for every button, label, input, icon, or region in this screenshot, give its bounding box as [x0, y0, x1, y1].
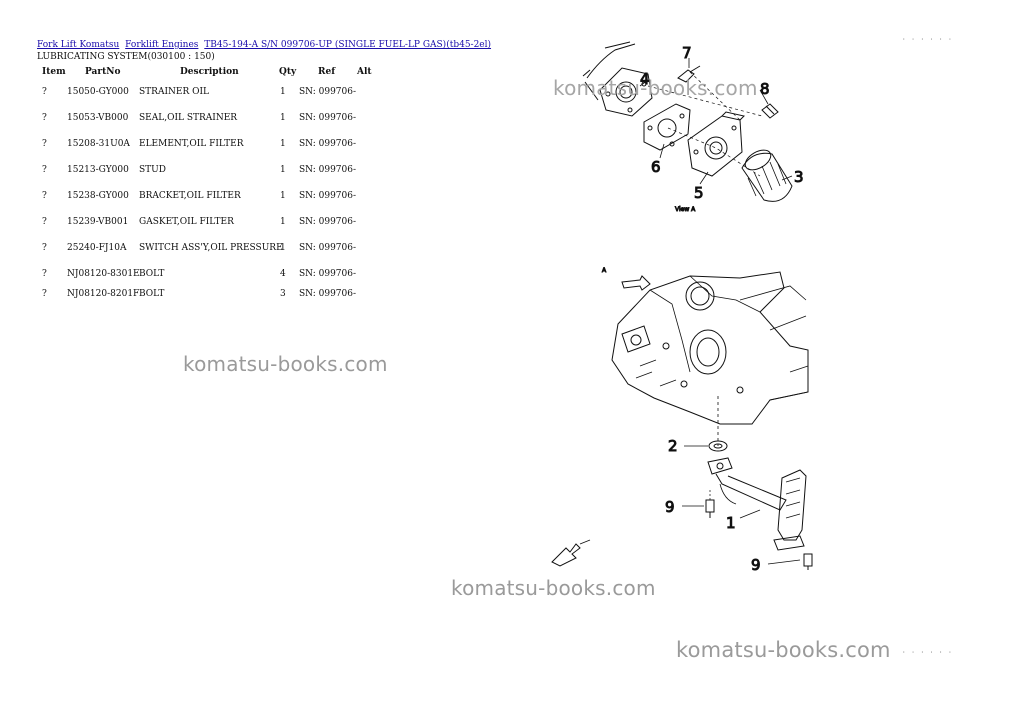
cell-qty: 1 — [280, 165, 286, 175]
cell-partno: NJ08120-8201F — [67, 289, 140, 299]
cell-item: ? — [42, 165, 47, 175]
cell-qty: 1 — [280, 243, 286, 253]
cell-ref: SN: 099706- — [299, 217, 357, 227]
cell-qty: 1 — [280, 217, 286, 227]
table-row: ? NJ08120-8301E BOLT 4 SN: 099706- — [0, 268, 420, 280]
table-row: ? 15239-VB001 GASKET,OIL FILTER 1 SN: 09… — [0, 216, 420, 228]
watermark: komatsu-books.com — [676, 638, 891, 662]
cell-ref: SN: 099706- — [299, 269, 357, 279]
table-row: ? 25240-FJ10A SWITCH ASS'Y,OIL PRESSURE … — [0, 242, 420, 254]
cell-item: ? — [42, 139, 47, 149]
callout-9-left: 9 — [665, 498, 675, 516]
cell-description: STUD — [139, 165, 166, 175]
cell-ref: SN: 099706- — [299, 87, 357, 97]
cell-item: ? — [42, 113, 47, 123]
header-item: Item — [42, 67, 66, 77]
cell-partno: NJ08120-8301E — [67, 269, 140, 279]
callout-1: 1 — [726, 514, 736, 532]
cell-item: ? — [42, 217, 47, 227]
cell-description: BOLT — [139, 269, 165, 279]
table-row: ? 15050-GY000 STRAINER OIL 1 SN: 099706- — [0, 86, 420, 98]
header-description: Description — [180, 67, 239, 77]
callout-3: 3 — [794, 168, 804, 186]
oil-strainer-assembly-drawing — [551, 271, 813, 570]
cell-partno: 15208-31U0A — [67, 139, 130, 149]
cell-item: ? — [42, 289, 47, 299]
cell-item: ? — [42, 269, 47, 279]
cell-partno: 15239-VB001 — [67, 217, 129, 227]
cell-description: SEAL,OIL STRAINER — [139, 113, 238, 123]
breadcrumb: Fork Lift Komatsu Forklift Engines TB45-… — [37, 40, 494, 51]
callout-5: 5 — [694, 184, 704, 202]
watermark: komatsu-books.com — [553, 76, 758, 100]
cell-ref: SN: 099706- — [299, 243, 357, 253]
cell-ref: SN: 099706- — [299, 113, 357, 123]
cell-qty: 1 — [280, 113, 286, 123]
cell-description: GASKET,OIL FILTER — [139, 217, 234, 227]
cell-description: SWITCH ASS'Y,OIL PRESSURE — [139, 243, 283, 253]
callout-6: 6 — [651, 158, 661, 176]
callout-8: 8 — [760, 80, 770, 98]
cell-description: ELEMENT,OIL FILTER — [139, 139, 244, 149]
cell-partno: 15238-GY000 — [67, 191, 129, 201]
view-label: View A — [675, 206, 696, 213]
cell-partno: 25240-FJ10A — [67, 243, 127, 253]
table-row: ? 15213-GY000 STUD 1 SN: 099706- — [0, 164, 420, 176]
section-title: LUBRICATING SYSTEM(030100 : 150) — [37, 52, 215, 62]
table-header: Item PartNo Description Qty Ref Alt — [0, 67, 420, 79]
cell-qty: 1 — [280, 87, 286, 97]
breadcrumb-link-forklift-engines[interactable]: Forklift Engines — [125, 40, 199, 50]
cell-partno: 15053-VB000 — [67, 113, 129, 123]
header-alt: Alt — [357, 67, 372, 77]
cell-ref: SN: 099706- — [299, 289, 357, 299]
cell-item: ? — [42, 191, 47, 201]
cell-qty: 4 — [280, 269, 286, 279]
cell-description: STRAINER OIL — [139, 87, 209, 97]
cell-ref: SN: 099706- — [299, 165, 357, 175]
cell-item: ? — [42, 243, 47, 253]
table-row: ? 15238-GY000 BRACKET,OIL FILTER 1 SN: 0… — [0, 190, 420, 202]
corner-marks-bottom: · · · · · · — [902, 649, 953, 656]
cell-qty: 3 — [280, 289, 286, 299]
corner-marks-top: · · · · · · — [902, 36, 953, 43]
view-marker: A — [602, 267, 607, 274]
breadcrumb-link-model[interactable]: TB45-194-A S/N 099706-UP (SINGLE FUEL-LP… — [204, 40, 492, 50]
cell-qty: 1 — [280, 191, 286, 201]
cell-item: ? — [42, 87, 47, 97]
watermark: komatsu-books.com — [183, 352, 388, 376]
header-qty: Qty — [279, 67, 297, 77]
table-row: ? NJ08120-8201F BOLT 3 SN: 099706- — [0, 288, 420, 300]
cell-ref: SN: 099706- — [299, 139, 357, 149]
header-ref: Ref — [318, 67, 336, 77]
oil-filter-assembly-drawing — [582, 41, 793, 202]
cell-partno: 15213-GY000 — [67, 165, 129, 175]
cell-description: BRACKET,OIL FILTER — [139, 191, 241, 201]
callout-2: 2 — [668, 437, 678, 455]
table-row: ? 15053-VB000 SEAL,OIL STRAINER 1 SN: 09… — [0, 112, 420, 124]
cell-description: BOLT — [139, 289, 165, 299]
breadcrumb-link-fork-lift[interactable]: Fork Lift Komatsu — [37, 40, 120, 50]
cell-qty: 1 — [280, 139, 286, 149]
cell-partno: 15050-GY000 — [67, 87, 129, 97]
callout-9-bottom: 9 — [751, 556, 761, 574]
table-row: ? 15208-31U0A ELEMENT,OIL FILTER 1 SN: 0… — [0, 138, 420, 150]
callout-4: 4 — [640, 70, 650, 88]
header-partno: PartNo — [85, 67, 121, 77]
callout-7: 7 — [682, 44, 692, 62]
cell-ref: SN: 099706- — [299, 191, 357, 201]
watermark: komatsu-books.com — [451, 576, 656, 600]
